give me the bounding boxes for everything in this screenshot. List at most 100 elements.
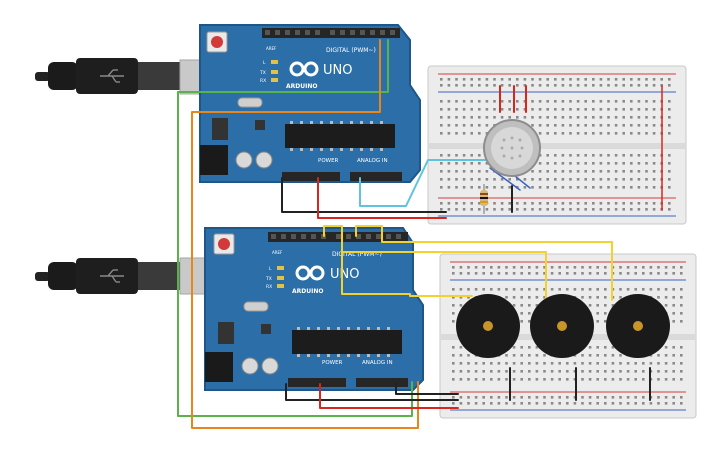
breadboard-hole	[447, 100, 451, 103]
breadboard-hole	[637, 108, 641, 111]
breadboard-hole	[500, 84, 504, 87]
resistor[interactable]	[480, 184, 488, 214]
breadboard-hole	[554, 124, 557, 127]
breadboard-hole	[474, 396, 478, 399]
breadboard-hole	[630, 124, 633, 127]
power-header[interactable]	[282, 172, 340, 181]
breadboard-hole	[607, 124, 610, 127]
breadboard-hole	[490, 266, 493, 269]
breadboard-hole	[649, 272, 653, 275]
breadboard-hole	[538, 124, 542, 127]
analog-header[interactable]	[356, 378, 408, 387]
breadboard-hole	[611, 370, 615, 373]
wire-orange[interactable]	[191, 39, 419, 429]
breadboard-hole	[668, 154, 671, 157]
usb-icon	[100, 269, 124, 283]
breadboard-top[interactable]	[427, 65, 687, 225]
breadboard-hole	[462, 116, 466, 119]
breadboard-hole	[561, 108, 565, 111]
wire-black[interactable]	[395, 383, 459, 395]
piezo-buzzer-2[interactable]	[530, 294, 594, 358]
arduino-uno-bottom[interactable]: DIGITAL (PWM~) AREF L TX RX ARDUINO UNO …	[204, 227, 424, 391]
breadboard-hole	[497, 362, 501, 365]
breadboard-hole	[596, 370, 599, 373]
breadboard-hole	[528, 288, 531, 291]
wire-red[interactable]	[317, 177, 447, 219]
breadboard-hole	[614, 186, 618, 189]
breadboard-hole	[611, 346, 615, 349]
model-label: UNO	[323, 63, 352, 78]
breadboard-hole	[543, 296, 546, 299]
breadboard-hole	[604, 320, 607, 323]
breadboard-hole	[622, 124, 625, 127]
wire-black[interactable]	[281, 177, 447, 213]
breadboard-hole	[619, 396, 622, 399]
wire-green[interactable]	[177, 39, 413, 417]
breadboard-hole	[645, 78, 648, 81]
breadboard-hole	[535, 346, 539, 349]
breadboard-hole	[569, 84, 572, 87]
breadboard-hole	[440, 208, 443, 211]
breadboard-hole	[493, 84, 496, 87]
breadboard-hole	[657, 370, 660, 373]
breadboard-hole	[645, 186, 648, 189]
breadboard-hole	[485, 186, 489, 189]
breadboard-hole	[470, 170, 473, 173]
breadboard-hole	[680, 304, 683, 307]
breadboard-hole	[619, 296, 622, 299]
breadboard-hole	[604, 396, 607, 399]
breadboard-hole	[447, 124, 451, 127]
breadboard-hole	[584, 124, 587, 127]
wire-yellow[interactable]	[341, 235, 473, 297]
breadboard-hole	[554, 178, 557, 181]
piezo-buzzer-3[interactable]	[606, 294, 670, 358]
breadboard-hole	[576, 78, 580, 81]
breadboard-hole	[592, 178, 595, 181]
breadboard-hole	[528, 304, 531, 307]
breadboard-hole	[576, 84, 580, 87]
breadboard-hole	[482, 402, 485, 405]
breadboard-hole	[576, 154, 580, 157]
analog-header[interactable]	[350, 172, 402, 181]
wire-yellow[interactable]	[355, 225, 613, 301]
breadboard-hole	[538, 84, 542, 87]
breadboard-hole	[634, 266, 637, 269]
breadboard-hole	[482, 266, 485, 269]
arduino-uno-top[interactable]: DIGITAL (PWM~) AREF L TX RX ARDUINO UNO …	[199, 24, 421, 183]
breadboard-hole	[657, 402, 660, 405]
wire-red[interactable]	[319, 383, 459, 409]
breadboard-hole	[637, 124, 641, 127]
breadboard-hole	[592, 84, 595, 87]
aref-label: AREF	[266, 46, 277, 51]
breadboard-hole	[467, 296, 470, 299]
breadboard-hole	[596, 402, 599, 405]
breadboard-hole	[440, 186, 443, 189]
breadboard-hole	[493, 78, 496, 81]
breadboard-hole	[604, 296, 607, 299]
breadboard-hole	[680, 272, 683, 275]
breadboard-hole	[588, 396, 592, 399]
wire-black[interactable]	[285, 383, 459, 401]
breadboard-hole	[642, 362, 645, 365]
reset-button[interactable]	[211, 36, 223, 48]
power-header[interactable]	[288, 378, 346, 387]
breadboard-hole	[642, 396, 645, 399]
breadboard-hole	[652, 84, 656, 87]
breadboard-hole	[512, 266, 516, 269]
gas-sensor[interactable]	[483, 119, 541, 177]
wire-cyan[interactable]	[359, 159, 521, 207]
breadboard-hole	[538, 202, 542, 205]
piezo-buzzer-1[interactable]	[456, 294, 520, 358]
breadboard-hole	[642, 266, 645, 269]
breadboard-hole	[478, 100, 481, 103]
breadboard-hole	[543, 272, 546, 275]
breadboard-hole	[462, 208, 466, 211]
breadboard-hole	[573, 396, 577, 399]
reset-button[interactable]	[218, 238, 230, 250]
breadboard-hole	[592, 154, 595, 157]
breadboard-hole	[672, 378, 675, 381]
breadboard-hole	[588, 346, 592, 349]
breadboard-hole	[493, 186, 496, 189]
breadboard-hole	[622, 202, 625, 205]
breadboard-hole	[672, 354, 675, 357]
